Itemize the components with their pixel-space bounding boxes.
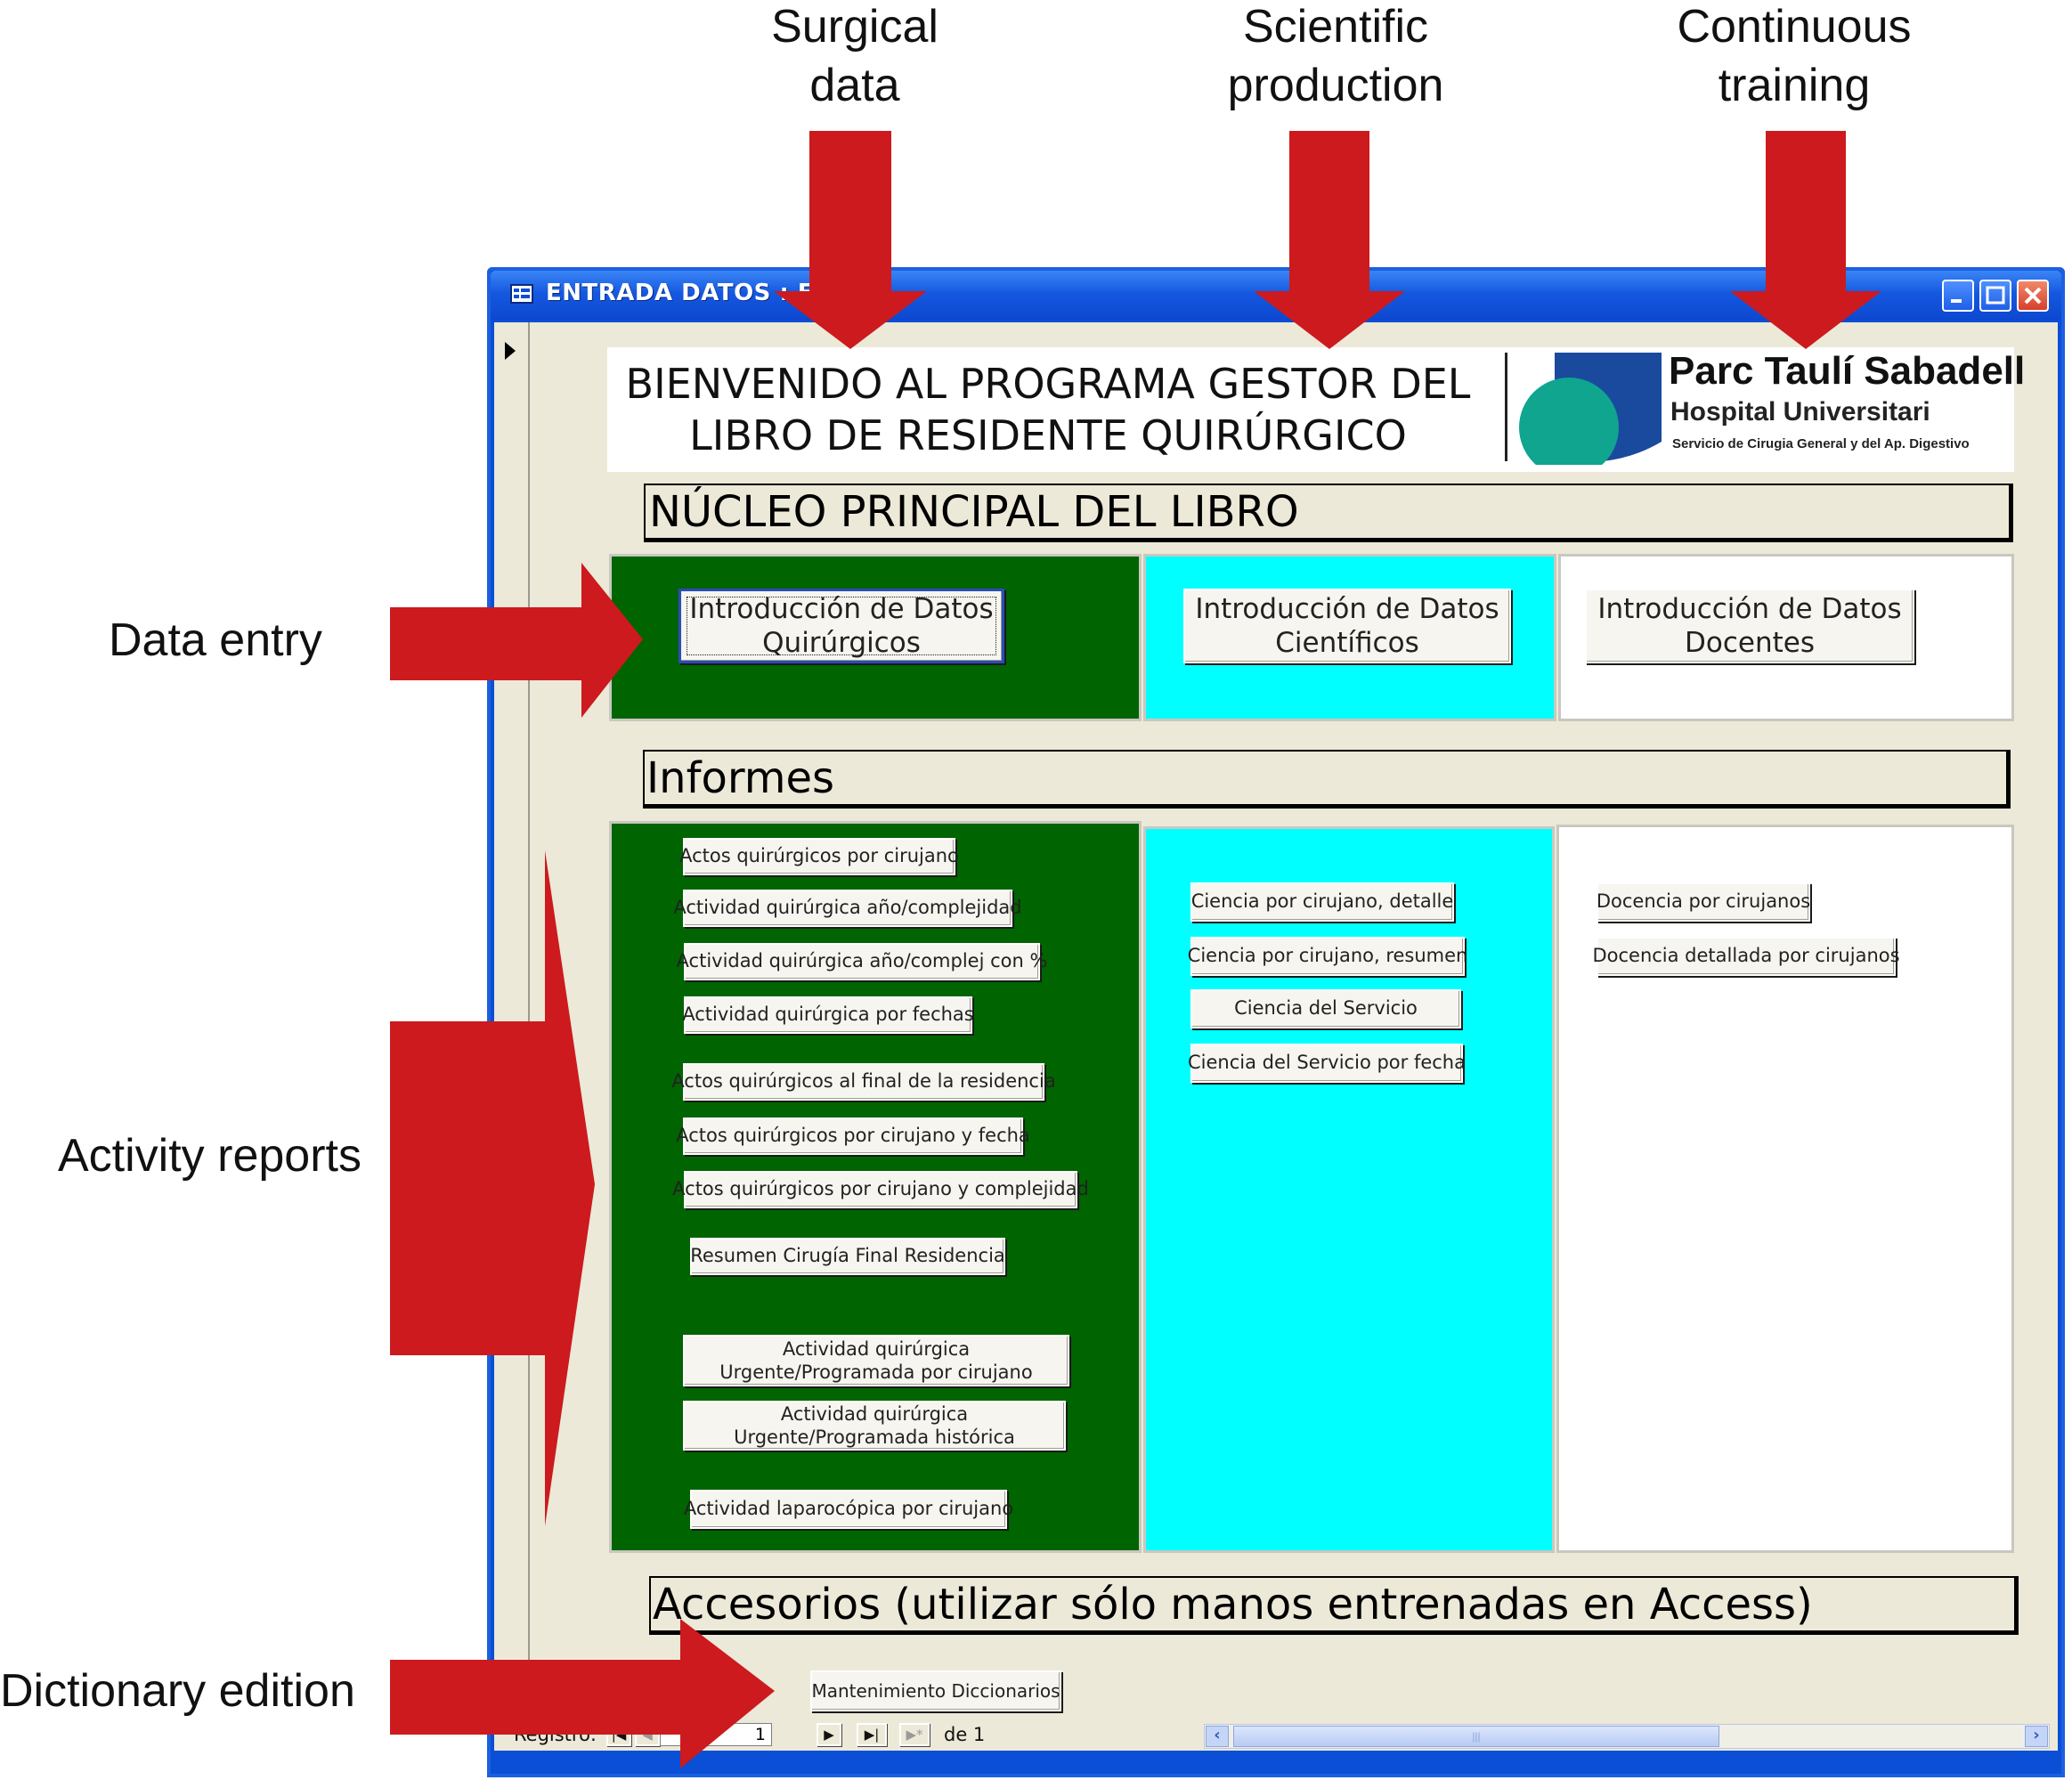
last-record-icon[interactable]: ▶|	[857, 1723, 887, 1746]
arrow-surgical-icon	[774, 131, 927, 349]
report-laparoscopic-by-surgeon-button[interactable]: Actividad laparocópica por cirujano	[684, 1490, 1013, 1529]
callout-activity-reports: Activity reports	[58, 1130, 362, 1182]
logo-subtitle: Hospital Universitari	[1670, 397, 1930, 427]
callout-continuous-training: Continuous training	[1677, 1, 1912, 111]
report-acts-by-surgeon-and-date-button[interactable]: Actos quirúrgicos por cirujano y fecha	[676, 1118, 1030, 1155]
report-acts-end-of-residency-button[interactable]: Actos quirúrgicos al final de la residen…	[671, 1063, 1056, 1101]
callout-dictionary-edition: Dictionary edition	[0, 1665, 355, 1717]
arrow-scientific-icon	[1254, 131, 1405, 349]
scroll-left-icon[interactable]: ‹	[1206, 1726, 1229, 1747]
record-pointer-icon	[505, 342, 516, 360]
close-icon[interactable]	[2017, 280, 2049, 312]
horizontal-scrollbar[interactable]: ‹ ||| ›	[1204, 1724, 2050, 1749]
report-residency-surgery-summary-button[interactable]: Resumen Cirugía Final Residencia	[690, 1238, 1005, 1275]
welcome-banner: BIENVENIDO AL PROGRAMA GESTOR DEL LIBRO …	[607, 347, 2025, 472]
minimize-icon[interactable]	[1942, 280, 1974, 312]
callout-data-entry: Data entry	[109, 614, 322, 666]
report-service-science-by-date-button[interactable]: Ciencia del Servicio por fecha	[1188, 1044, 1466, 1083]
report-science-summary-button[interactable]: Ciencia por cirujano, resumen	[1188, 937, 1467, 976]
report-science-detail-button[interactable]: Ciencia por cirujano, detalle	[1190, 882, 1454, 922]
new-record-icon[interactable]: ▶*	[899, 1723, 930, 1746]
report-teaching-by-surgeons-button[interactable]: Docencia por cirujanos	[1597, 882, 1810, 922]
report-acts-by-surgeon-and-complexity-button[interactable]: Actos quirúrgicos por cirujano y complej…	[672, 1171, 1089, 1208]
scroll-right-icon[interactable]: ›	[2025, 1726, 2048, 1747]
section-core-label: NÚCLEO PRINCIPAL DEL LIBRO	[644, 484, 2013, 542]
welcome-line-2: LIBRO DE RESIDENTE QUIRÚRGICO	[689, 411, 1407, 459]
form-icon	[510, 284, 533, 304]
hospital-logo-icon	[1519, 353, 1662, 465]
callout-scientific-production: Scientific production	[1227, 1, 1444, 111]
surgical-data-entry-button[interactable]: Introducción de Datos Quirúrgicos	[678, 589, 1004, 663]
report-activity-year-complexity-percent-button[interactable]: Actividad quirúrgica año/complej con %	[677, 943, 1047, 980]
arrow-training-icon	[1730, 131, 1881, 349]
welcome-title: BIENVENIDO AL PROGRAMA GESTOR DEL LIBRO …	[607, 358, 1489, 461]
record-count: de 1	[944, 1724, 986, 1745]
maximize-icon[interactable]	[1979, 280, 2011, 312]
logo-divider	[1505, 353, 1507, 461]
arrow-data-entry-icon	[390, 563, 643, 718]
report-service-science-button[interactable]: Ciencia del Servicio	[1190, 989, 1461, 1028]
dictionary-maintenance-button[interactable]: Mantenimiento Diccionarios	[810, 1670, 1061, 1711]
next-record-icon[interactable]: ▶	[817, 1723, 841, 1746]
section-reports-label: Informes	[643, 750, 2011, 809]
arrow-dictionary-icon	[390, 1619, 775, 1768]
scientific-data-entry-button[interactable]: Introducción de Datos Científicos	[1183, 589, 1511, 663]
callout-surgical-data: Surgical data	[771, 1, 938, 111]
report-urgent-scheduled-historic-button[interactable]: Actividad quirúrgica Urgente/Programada …	[683, 1401, 1066, 1451]
record-navigation-bar: Registro: |◀ ◀ 1 ▶ ▶| ▶* de 1 ‹ ||| ›	[494, 1720, 2058, 1751]
report-activity-by-dates-button[interactable]: Actividad quirúrgica por fechas	[682, 996, 974, 1034]
welcome-line-1: BIENVENIDO AL PROGRAMA GESTOR DEL	[625, 360, 1471, 408]
report-activity-year-complexity-button[interactable]: Actividad quirúrgica año/complejidad	[673, 890, 1022, 927]
section-accessories-label: Accesorios (utilizar sólo manos entrenad…	[649, 1576, 2019, 1635]
report-urgent-scheduled-by-surgeon-button[interactable]: Actividad quirúrgica Urgente/Programada …	[683, 1335, 1069, 1386]
logo-service: Servicio de Cirugia General y del Ap. Di…	[1672, 436, 1970, 451]
report-teaching-detailed-button[interactable]: Docencia detallada por cirujanos	[1592, 937, 1900, 976]
arrow-activity-reports-icon	[390, 850, 595, 1526]
report-surgical-acts-by-surgeon-button[interactable]: Actos quirúrgicos por cirujano	[679, 838, 959, 875]
teaching-data-entry-button[interactable]: Introducción de Datos Docentes	[1585, 589, 1914, 663]
scroll-thumb[interactable]: |||	[1233, 1726, 1719, 1747]
logo-title: Parc Taulí Sabadell	[1669, 349, 2026, 393]
